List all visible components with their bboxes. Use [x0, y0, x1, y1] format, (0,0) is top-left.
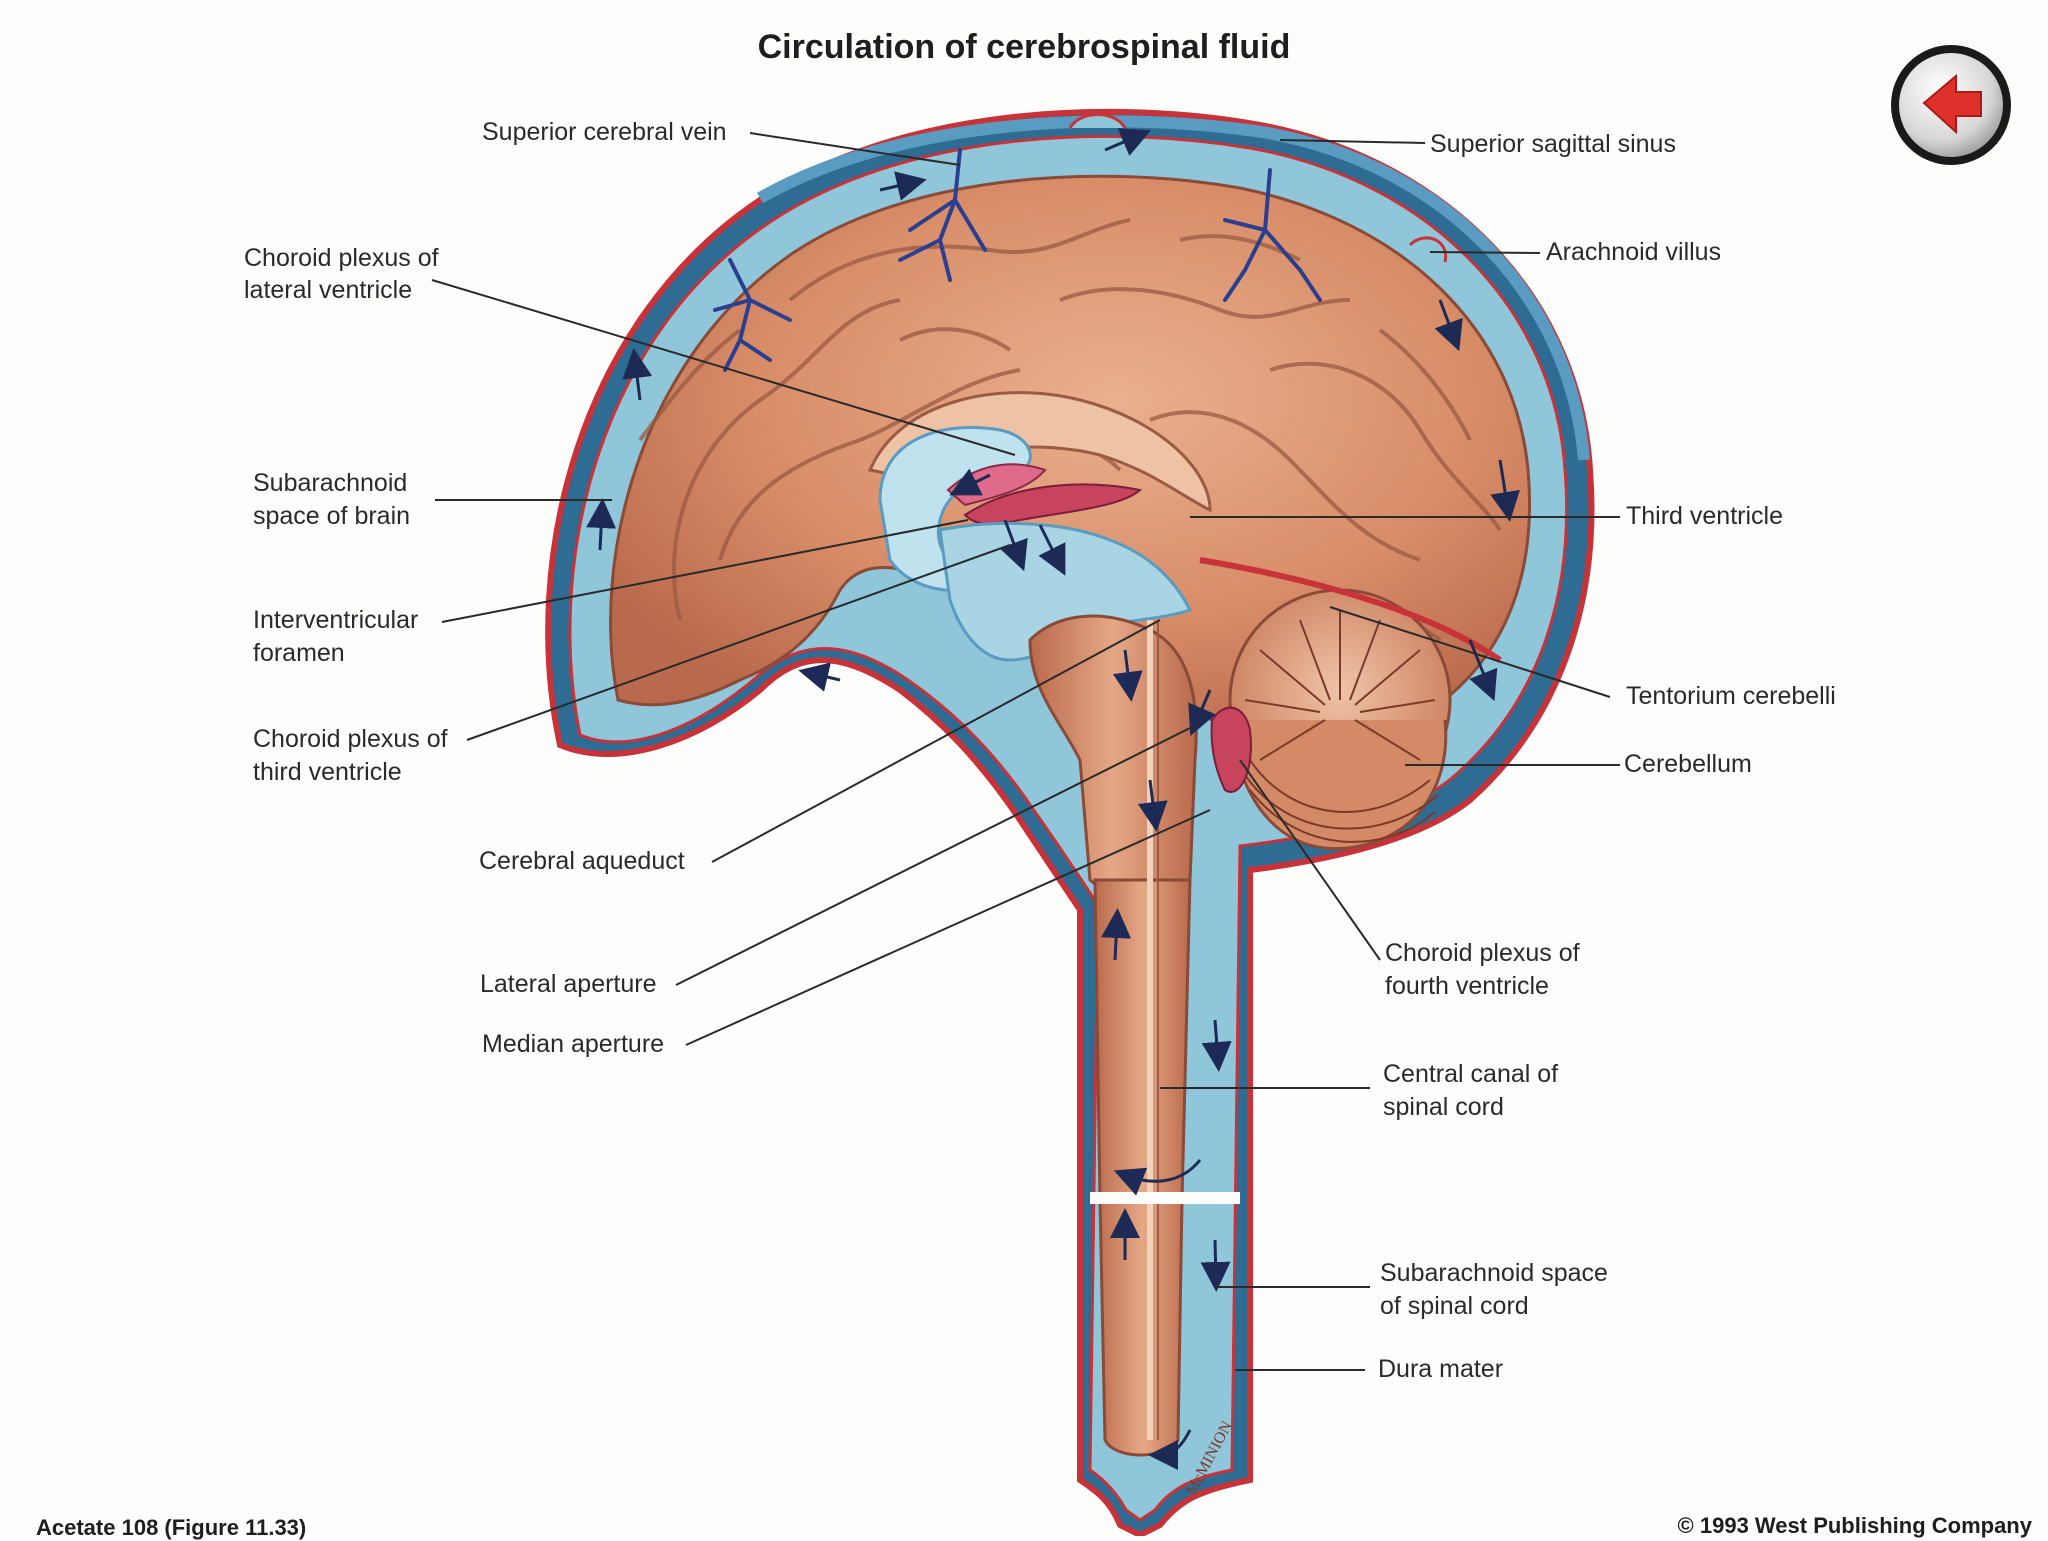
label-third-ventricle: Third ventricle [1626, 502, 1783, 530]
label-median-aperture: Median aperture [482, 1030, 665, 1058]
spinal-cord-break [1090, 1192, 1240, 1204]
leader-lines [431, 132, 1620, 1371]
left-arrow-icon [1891, 45, 2011, 165]
label-subarachnoid-spinal-line1: Subarachnoid space [1380, 1259, 1608, 1287]
label-central-canal-line2: spinal cord [1383, 1093, 1504, 1121]
corpus-callosum [867, 391, 1212, 513]
tentorium-cerebelli [1199, 557, 1502, 663]
spinal-cord [1093, 878, 1192, 1457]
label-subarachnoid-brain-line1: Subarachnoid [253, 469, 408, 497]
choroid-plexus-fourth [1210, 706, 1252, 793]
footer-acetate-reference: Acetate 108 (Figure 11.33) [36, 1515, 307, 1540]
label-cerebral-aqueduct: Cerebral aqueduct [479, 847, 685, 875]
superior-cerebral-veins [713, 148, 1322, 372]
label-choroid-plexus-fourth-line1: Choroid plexus of [1385, 939, 1580, 967]
label-choroid-plexus-lateral-line2: lateral ventricle [244, 276, 413, 304]
label-interventricular-line1: Interventricular [253, 606, 419, 634]
label-choroid-plexus-fourth-line2: fourth ventricle [1385, 972, 1549, 1000]
label-subarachnoid-brain-line2: space of brain [253, 502, 411, 530]
superior-sagittal-sinus [757, 115, 1590, 461]
label-dura-mater: Dura mater [1378, 1355, 1504, 1383]
label-central-canal-line1: Central canal of [1383, 1060, 1559, 1088]
footer-copyright: © 1993 West Publishing Company [1677, 1513, 2032, 1538]
label-cerebellum: Cerebellum [1624, 750, 1752, 778]
label-superior-sagittal-sinus: Superior sagittal sinus [1430, 130, 1676, 158]
label-interventricular-line2: foramen [253, 639, 345, 667]
gyri-folds [638, 218, 1502, 642]
back-button[interactable] [1886, 40, 2016, 170]
cerebellum-structure [1228, 588, 1452, 851]
arachnoid-villi [1068, 113, 1448, 263]
diagram-title: Circulation of cerebrospinal fluid [757, 28, 1291, 66]
csf-flow-arrows [586, 128, 1520, 1470]
label-superior-cerebral-vein: Superior cerebral vein [482, 118, 727, 146]
label-tentorium-cerebelli: Tentorium cerebelli [1626, 682, 1836, 710]
label-arachnoid-villus: Arachnoid villus [1546, 238, 1722, 266]
label-choroid-plexus-third-line2: third ventricle [253, 758, 402, 786]
label-choroid-plexus-lateral-line1: Choroid plexus of [244, 244, 439, 272]
label-choroid-plexus-third-line1: Choroid plexus of [253, 725, 448, 753]
label-lateral-aperture: Lateral aperture [480, 970, 657, 998]
label-subarachnoid-spinal-line2: of spinal cord [1380, 1292, 1529, 1320]
